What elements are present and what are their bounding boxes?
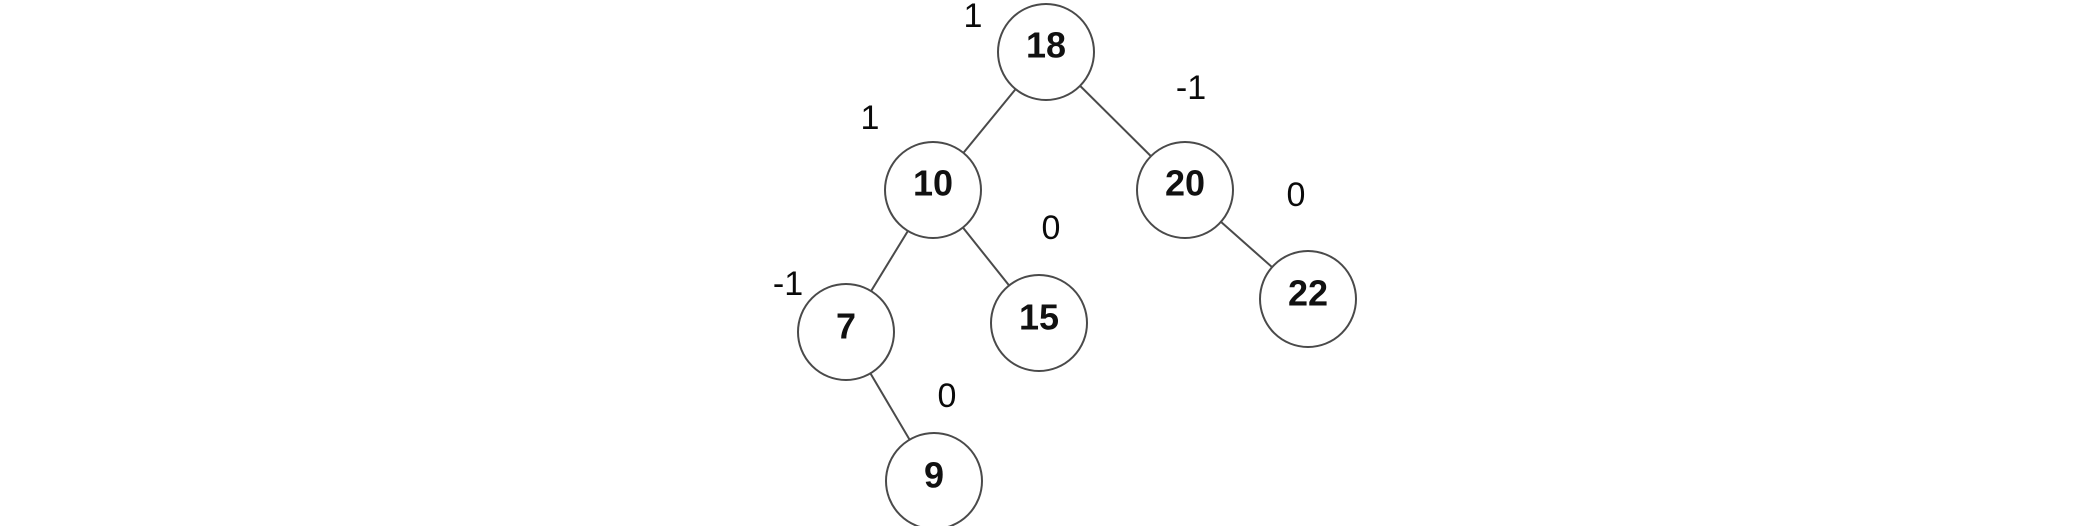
node-value-18: 18	[1026, 25, 1066, 66]
node-circle-9	[885, 432, 983, 526]
node-value-20: 20	[1165, 163, 1205, 204]
tree-node-7: 7	[797, 283, 895, 381]
node-circle-22	[1259, 250, 1357, 348]
balance-label-20: -1	[1176, 69, 1206, 107]
node-circle-18	[997, 3, 1095, 101]
node-value-15: 15	[1019, 297, 1059, 338]
node-circle-10	[884, 141, 982, 239]
node-value-9: 9	[924, 455, 944, 496]
node-value-22: 22	[1288, 273, 1328, 314]
balance-label-15: 0	[1042, 209, 1061, 247]
tree-node-18: 18	[997, 3, 1095, 101]
tree-edges	[845, 51, 1309, 482]
balance-label-18: 1	[964, 0, 983, 35]
tree-node-10: 10	[884, 141, 982, 239]
node-circle-7	[797, 283, 895, 381]
tree-nodes: 18 10 20 7 15 22	[797, 3, 1357, 526]
balance-factor-labels: 1 1 -1 -1 0 0 0	[773, 0, 1306, 415]
tree-node-22: 22	[1259, 250, 1357, 348]
balance-label-10: 1	[861, 99, 880, 137]
tree-node-9: 9	[885, 432, 983, 526]
balance-label-9: 0	[938, 377, 957, 415]
balance-label-7: -1	[773, 265, 803, 303]
tree-node-20: 20	[1136, 141, 1234, 239]
balance-label-22: 0	[1287, 176, 1306, 214]
node-circle-15	[990, 274, 1088, 372]
node-value-10: 10	[913, 163, 953, 204]
node-circle-20	[1136, 141, 1234, 239]
node-value-7: 7	[836, 306, 856, 347]
tree-node-15: 15	[990, 274, 1088, 372]
